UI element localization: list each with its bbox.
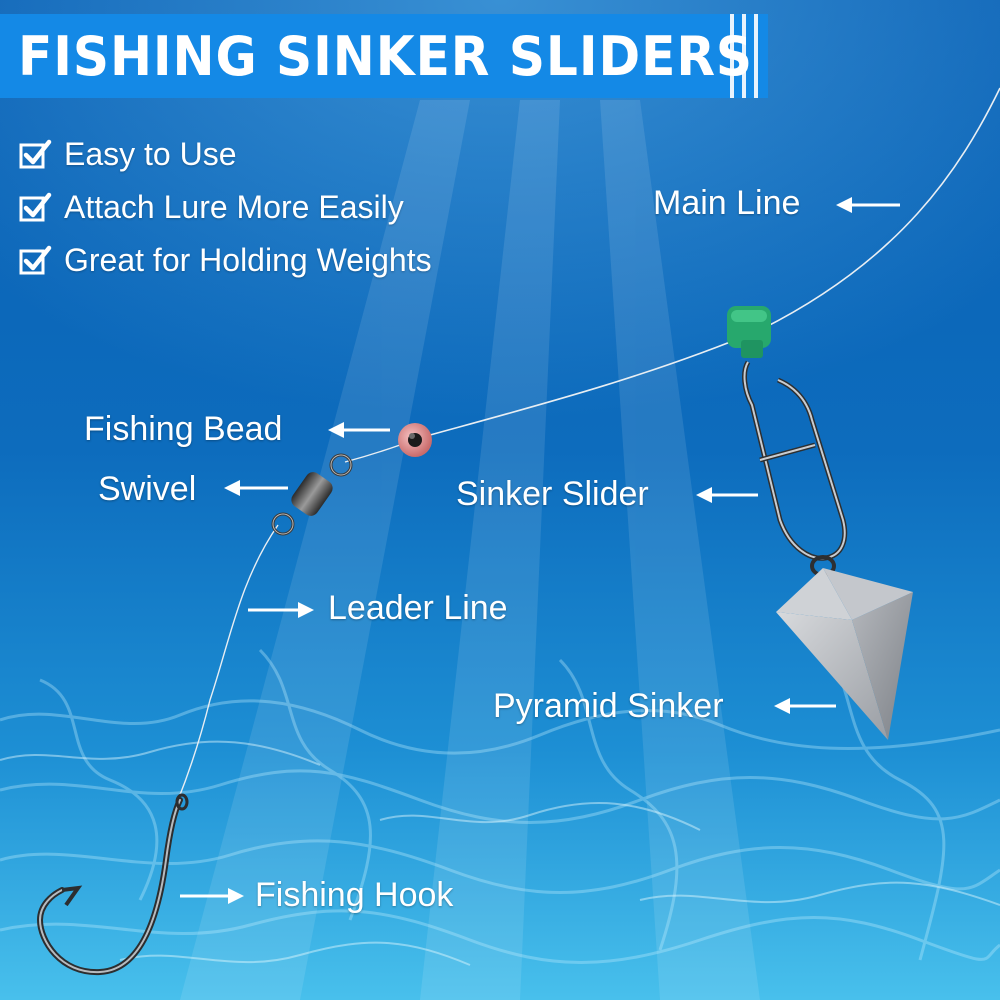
arrow-fishing-hook-icon <box>180 888 244 904</box>
arrow-fishing-bead-icon <box>328 422 390 438</box>
feature-label: Easy to Use <box>64 136 237 172</box>
banner-stripe <box>742 14 746 98</box>
pyramid-sinker <box>776 568 913 740</box>
arrow-sinker-slider-icon <box>696 487 758 503</box>
list-item: Easy to Use <box>18 128 432 181</box>
checkbox-checked-icon <box>19 192 52 221</box>
page-title: FISHING SINKER SLIDERS <box>18 25 754 88</box>
callout-swivel: Swivel <box>98 470 197 508</box>
callout-leader-line: Leader Line <box>328 589 508 627</box>
arrow-pyramid-sinker-icon <box>774 698 836 714</box>
swivel <box>271 453 353 536</box>
checkbox-checked-icon <box>19 245 52 274</box>
callout-fishing-hook: Fishing Hook <box>255 876 454 914</box>
arrow-main-line-icon <box>836 197 900 213</box>
banner-stripe <box>730 14 734 98</box>
arrow-swivel-icon <box>224 480 288 496</box>
arrow-leader-line-icon <box>248 602 314 618</box>
feature-list: Easy to Use Attach Lure More Easily Grea… <box>18 128 432 287</box>
leader-line <box>177 524 279 801</box>
callout-sinker-slider: Sinker Slider <box>456 475 649 513</box>
list-item: Great for Holding Weights <box>18 234 432 287</box>
fishing-bead <box>398 423 432 457</box>
callout-main-line: Main Line <box>653 184 801 222</box>
caustic-ripples-bright <box>0 740 1000 966</box>
light-rays <box>180 100 760 1000</box>
title-banner <box>0 14 768 98</box>
checkbox-checked-icon <box>19 139 52 168</box>
callout-fishing-bead: Fishing Bead <box>84 410 283 448</box>
feature-label: Great for Holding Weights <box>64 242 432 278</box>
callout-pyramid-sinker: Pyramid Sinker <box>493 687 724 725</box>
sinker-slider <box>727 306 848 577</box>
banner-stripe <box>754 14 758 98</box>
feature-label: Attach Lure More Easily <box>64 189 404 225</box>
list-item: Attach Lure More Easily <box>18 181 432 234</box>
callout-arrows <box>180 197 900 904</box>
fishing-hook <box>36 793 189 976</box>
